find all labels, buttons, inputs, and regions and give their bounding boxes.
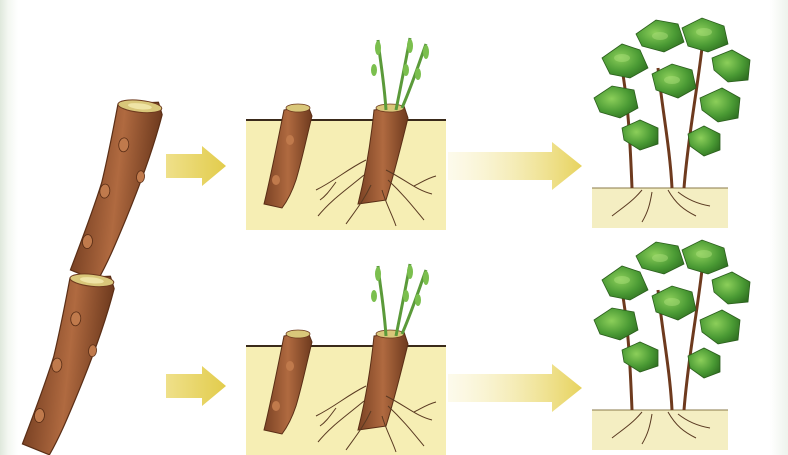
small-arrow-1 (166, 146, 226, 186)
small-arrow-2 (166, 366, 226, 406)
cutting-stem-1 (70, 95, 164, 286)
large-arrow-1 (448, 142, 582, 190)
rooted-cutting-panel-2 (246, 264, 446, 455)
grown-plant-1 (592, 18, 750, 228)
row-1 (70, 18, 750, 286)
grown-plant-2 (592, 240, 750, 450)
cutting-stem-2 (22, 269, 116, 455)
row-2 (22, 240, 750, 455)
large-arrow-2 (448, 364, 582, 412)
rooted-cutting-panel-1 (246, 38, 446, 230)
